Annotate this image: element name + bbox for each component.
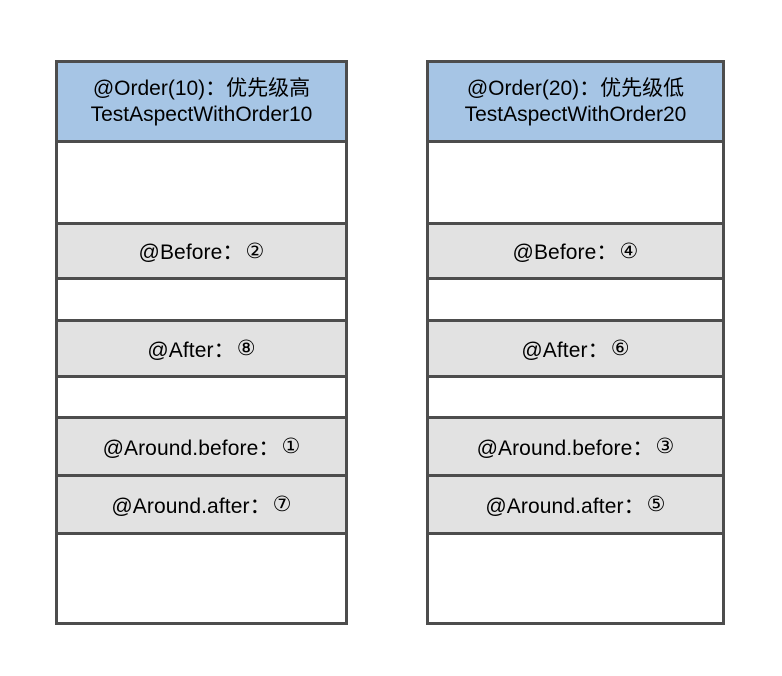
aspect-table-order20: @Order(20)：优先级低 TestAspectWithOrder20 @B… xyxy=(426,60,725,625)
aspect-row-spacer xyxy=(58,280,345,322)
aspect-row-spacer xyxy=(58,378,345,419)
aspect-row-before: @Before： ④ xyxy=(429,225,722,280)
aspect-row-label: @Before： xyxy=(512,241,618,264)
aspect-row-label: @Before： xyxy=(138,241,244,264)
aspect-row-spacer xyxy=(429,535,722,622)
aspect-row-around-after: @Around.after： ⑦ xyxy=(58,477,345,535)
aspect-row-label: @Around.before： xyxy=(476,436,654,460)
aspect-row-sequence: ⑦ xyxy=(272,493,292,516)
aspect-row-spacer xyxy=(58,535,345,622)
aspect-row-spacer xyxy=(429,378,722,419)
aspect-row-before: @Before： ② xyxy=(58,225,345,280)
aspect-row-sequence: ① xyxy=(281,435,301,458)
aspect-row-after: @After： ⑥ xyxy=(429,322,722,378)
aspect-row-label: @After： xyxy=(147,338,235,362)
aspect-row-sequence: ⑤ xyxy=(646,493,666,516)
aspect-row-label: @Around.before： xyxy=(102,436,280,460)
aspect-row-sequence: ④ xyxy=(619,239,639,263)
aspect-row-sequence: ⑥ xyxy=(610,337,630,360)
aspect-row-label: @Around.after： xyxy=(485,494,645,518)
aspect-row-around-before: @Around.before： ③ xyxy=(429,419,722,477)
aspect-row-label: @After： xyxy=(521,338,609,362)
aspect-row-sequence: ⑧ xyxy=(236,337,256,360)
aspect-row-label: @Around.after： xyxy=(111,494,271,518)
aspect-header-order20: @Order(20)：优先级低 TestAspectWithOrder20 xyxy=(429,63,722,143)
aspect-row-spacer xyxy=(429,280,722,322)
aspect-header-class-line: TestAspectWithOrder10 xyxy=(90,102,313,126)
aspect-header-order-line: @Order(20)：优先级低 xyxy=(466,76,685,100)
aspect-row-after: @After： ⑧ xyxy=(58,322,345,378)
aspect-header-class-line: TestAspectWithOrder20 xyxy=(464,102,687,126)
aspect-row-around-before: @Around.before： ① xyxy=(58,419,345,477)
aspect-header-order10: @Order(10)：优先级高 TestAspectWithOrder10 xyxy=(58,63,345,143)
aspect-row-spacer xyxy=(58,143,345,225)
aspect-row-sequence: ② xyxy=(245,239,265,263)
aspect-row-spacer xyxy=(429,143,722,225)
aspect-header-order-line: @Order(10)：优先级高 xyxy=(92,76,311,100)
aspect-row-around-after: @Around.after： ⑤ xyxy=(429,477,722,535)
aspect-table-order10: @Order(10)：优先级高 TestAspectWithOrder10 @B… xyxy=(55,60,348,625)
aspect-row-sequence: ③ xyxy=(655,435,675,458)
